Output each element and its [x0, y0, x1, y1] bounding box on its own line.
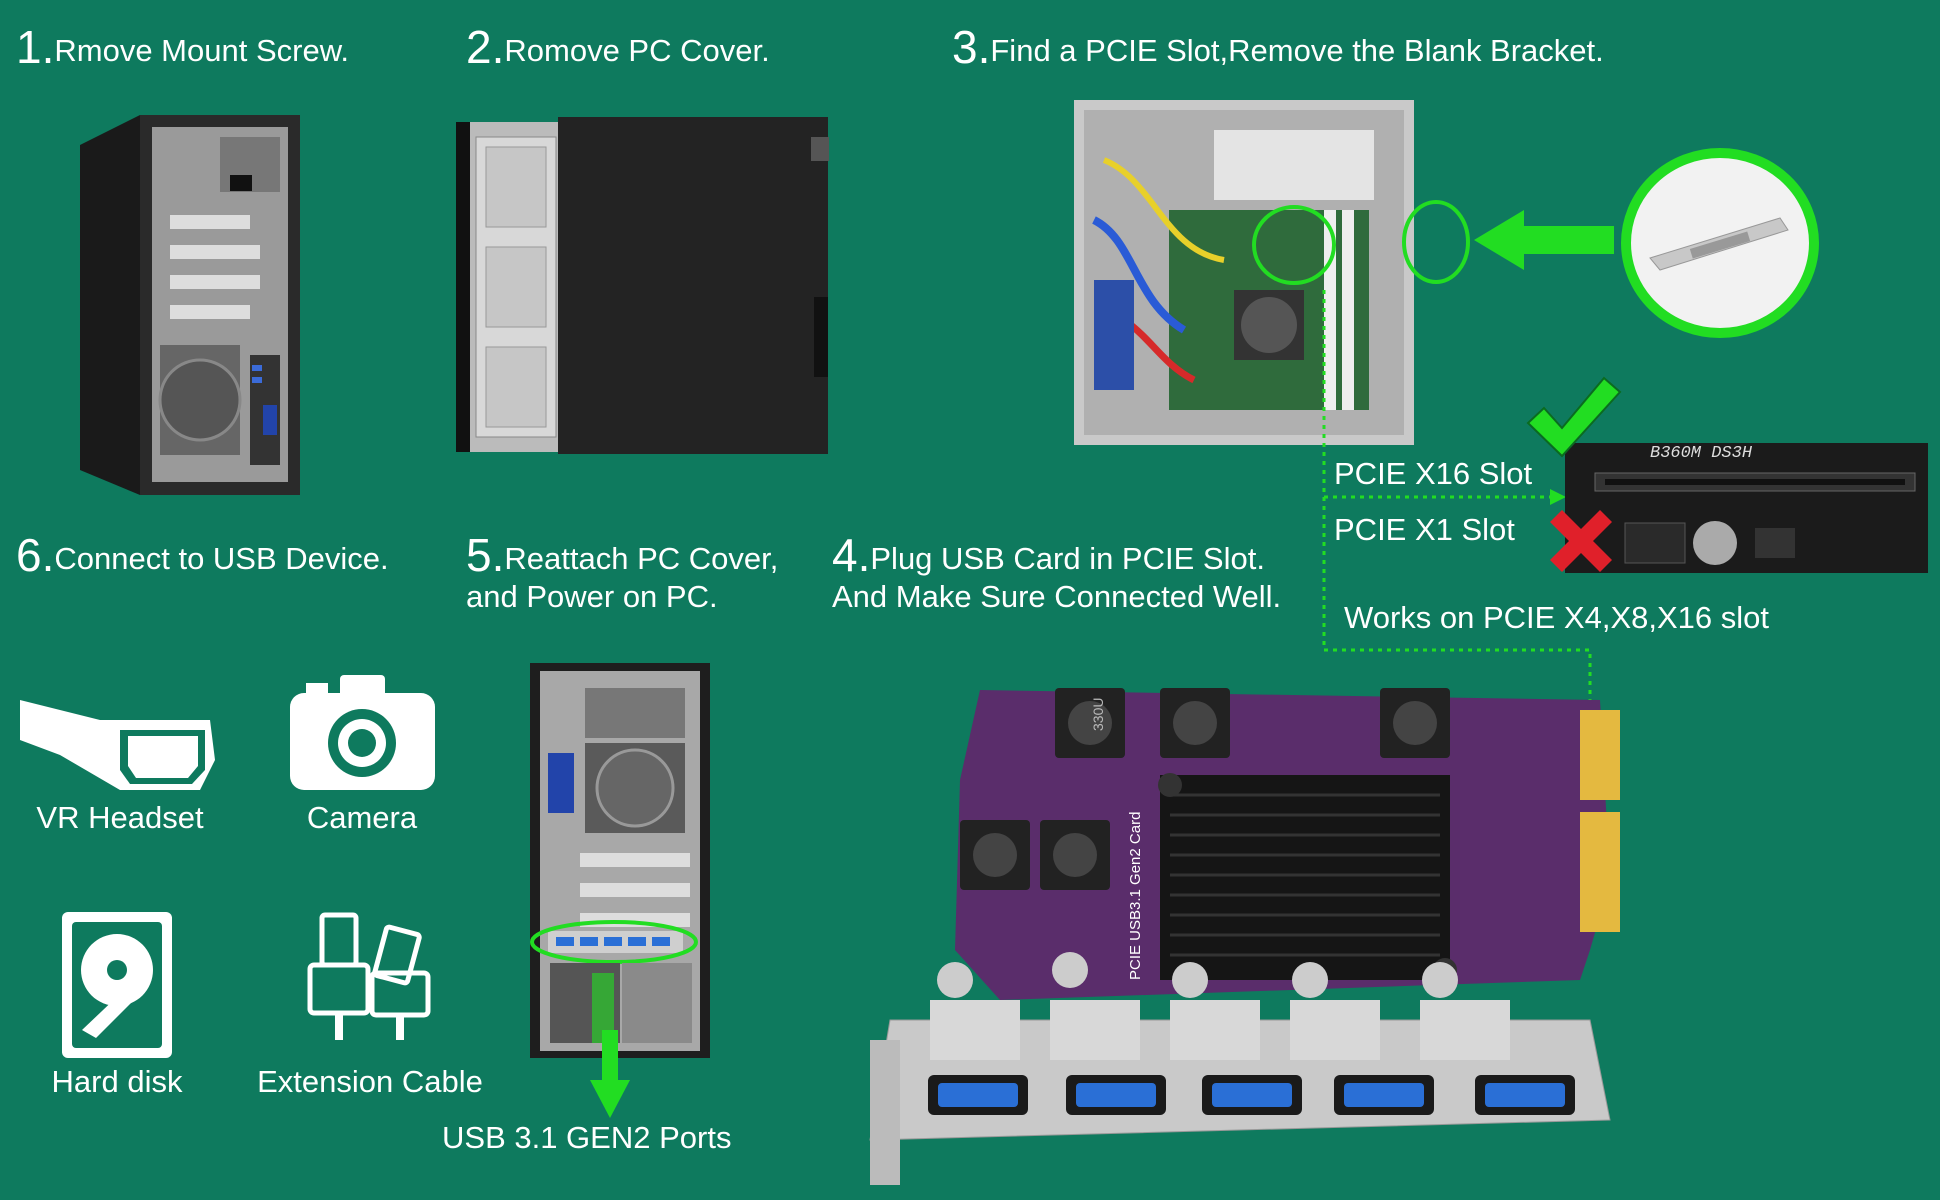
vr-headset-icon	[20, 700, 215, 790]
step-4-heading: 4.Plug USB Card in PCIE Slot. And Make S…	[832, 529, 1282, 614]
step-5-heading: 5.Reattach PC Cover, and Power on PC.	[466, 529, 779, 614]
usb-ports-label: USB 3.1 GEN2 Ports	[442, 1120, 732, 1155]
camera-label: Camera	[306, 800, 418, 835]
motherboard-slot-image	[1565, 443, 1928, 573]
card-model-text: PCIE USB3.1 Gen2 Card	[1127, 812, 1144, 980]
pcie-x16-label: PCIE X16 Slot	[1334, 456, 1533, 491]
board-model-label: B360M DS3H	[1650, 444, 1753, 463]
pc-chassis-open-image	[1074, 100, 1470, 445]
step-2-heading: 2.Romove PC Cover.	[466, 21, 770, 73]
insert-arrow-icon	[1474, 210, 1614, 270]
usb-pcie-card-image: 330U PCIE USB3.1 Gen2 Card	[869, 688, 1620, 1185]
pcie-x1-label: PCIE X1 Slot	[1334, 512, 1515, 547]
cross-icon	[1550, 510, 1612, 572]
hard-disk-icon	[62, 912, 172, 1058]
pc-cover-image	[456, 117, 829, 454]
blank-bracket-image	[1621, 148, 1819, 338]
pc-tower-with-card-image	[530, 663, 710, 1058]
extension-cable-label: Extension Cable	[257, 1064, 483, 1099]
step-6-heading: 6.Connect to USB Device.	[16, 529, 389, 581]
down-arrow-icon	[590, 1030, 630, 1118]
step-1-heading: 1.Rmove Mount Screw.	[16, 21, 349, 73]
check-icon	[1526, 376, 1622, 458]
pc-tower-rear-image	[80, 115, 300, 495]
hard-disk-label: Hard disk	[51, 1064, 183, 1099]
extension-cable-icon	[307, 912, 431, 1040]
camera-icon	[290, 675, 435, 790]
step-3-heading: 3.Find a PCIE Slot,Remove the Blank Brac…	[952, 21, 1604, 73]
vr-headset-label: VR Headset	[36, 800, 204, 835]
inductor-marking: 330U	[1090, 698, 1106, 731]
works-on-label: Works on PCIE X4,X8,X16 slot	[1344, 600, 1770, 635]
